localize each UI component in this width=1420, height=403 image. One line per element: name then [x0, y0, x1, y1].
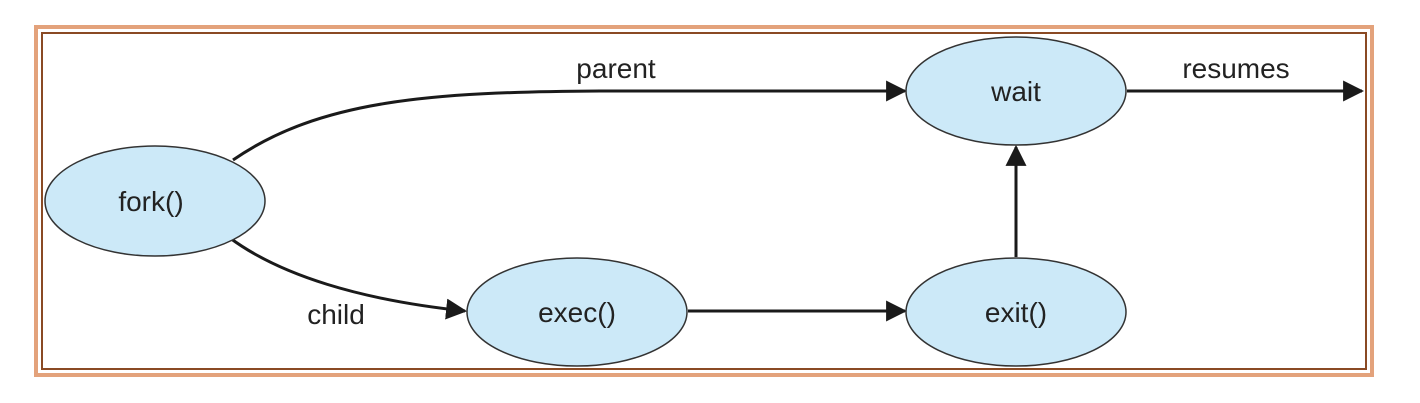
node-wait: wait [905, 36, 1127, 146]
frame-outer-border [34, 25, 1374, 377]
node-wait-shape [905, 36, 1127, 146]
node-exec-shape [466, 257, 688, 367]
node-exec: exec() [466, 257, 688, 367]
frame-inner-border [41, 32, 1367, 370]
node-fork: fork() [44, 145, 266, 257]
node-exec-label: exec() [538, 297, 616, 328]
node-fork-label: fork() [118, 186, 183, 217]
node-wait-label: wait [990, 76, 1041, 107]
edge-label-resumes: resumes [1182, 53, 1289, 84]
edge-label-parent: parent [576, 53, 656, 84]
node-exit: exit() [905, 257, 1127, 367]
node-exit-shape [905, 257, 1127, 367]
edge-label-child: child [307, 299, 365, 330]
node-exit-label: exit() [985, 297, 1047, 328]
node-fork-shape [44, 145, 266, 257]
edge-fork-to-exec [229, 236, 468, 320]
edge-fork-to-wait [232, 80, 908, 162]
